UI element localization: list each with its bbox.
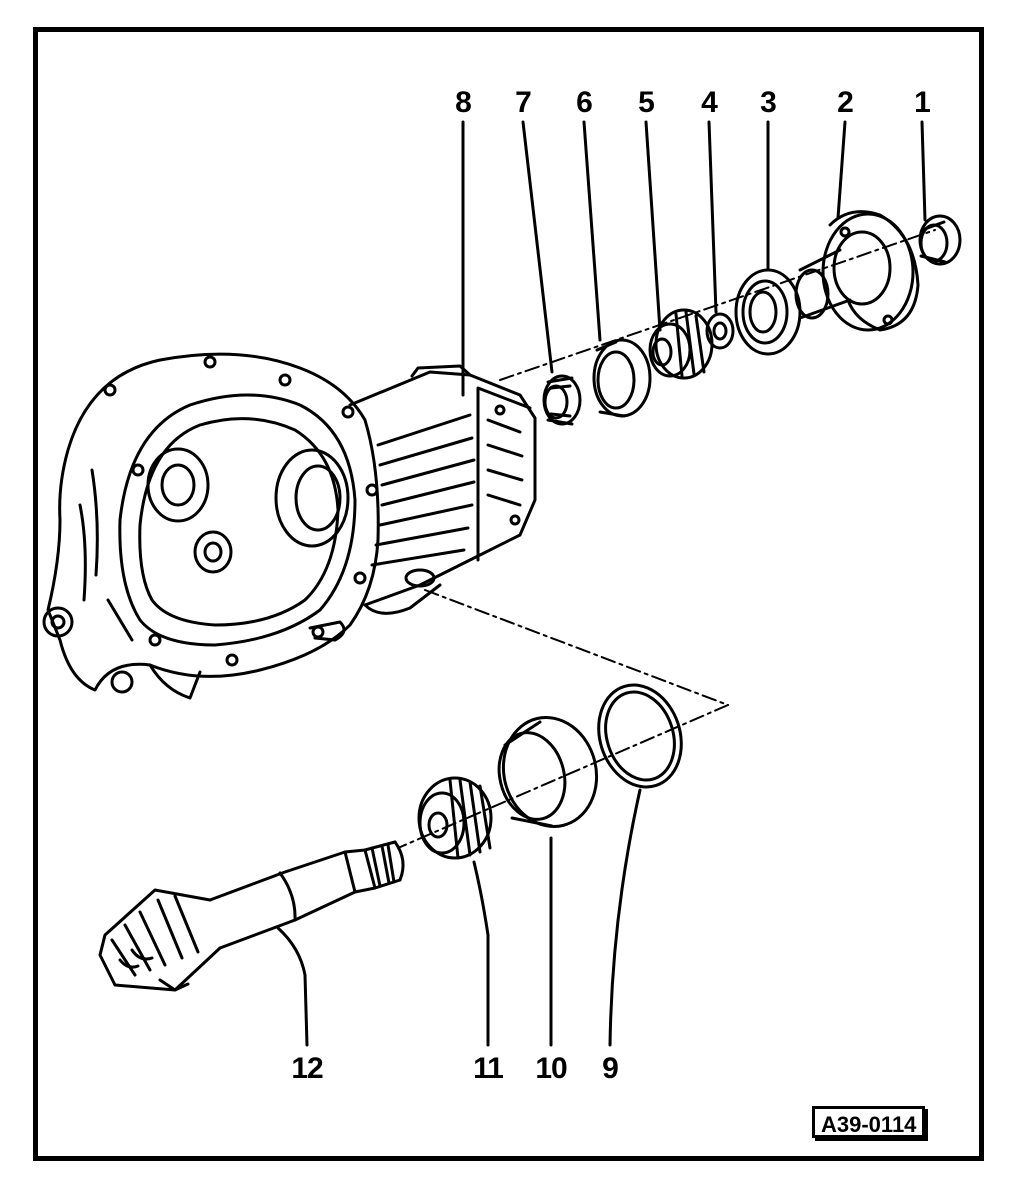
leader-lines-top [461, 120, 927, 397]
leader-6 [582, 120, 602, 342]
diagram-frame [33, 27, 984, 1161]
callout-6: 6 [576, 86, 593, 119]
part-1-nut [918, 214, 962, 266]
part-12-drive-pinion [98, 840, 405, 992]
part-3-seal [734, 268, 802, 356]
leader-2 [836, 120, 847, 220]
axis-top [499, 229, 936, 381]
leader-4 [707, 120, 718, 314]
callout-5: 5 [638, 86, 655, 119]
leader-lines-bottom [276, 788, 642, 1047]
leader-5 [644, 120, 662, 332]
leader-11 [472, 860, 490, 1047]
callout-1: 1 [914, 86, 931, 119]
callout-10: 10 [535, 1052, 567, 1085]
callout-2: 2 [837, 86, 854, 119]
part-7-splined-ring [542, 374, 582, 426]
part-8-gearbox-housing [42, 352, 537, 700]
callout-11: 11 [473, 1052, 504, 1085]
leader-9 [608, 788, 642, 1047]
callout-4: 4 [701, 86, 718, 119]
part-6-outer-race [592, 338, 652, 418]
axis-housing [424, 589, 729, 706]
leader-12 [276, 926, 309, 1047]
leader-7 [521, 120, 554, 374]
part-4-washer [705, 312, 735, 350]
callout-8: 8 [455, 86, 472, 119]
part-11-taper-bearing [417, 776, 493, 860]
leader-1 [920, 120, 927, 222]
part-9-shim-ring [597, 683, 683, 789]
part-10-outer-race [497, 715, 599, 829]
callout-7: 7 [515, 86, 532, 119]
part-5-taper-bearing [648, 308, 714, 380]
callout-3: 3 [760, 86, 777, 119]
callout-12: 12 [291, 1052, 323, 1085]
callout-9: 9 [602, 1052, 619, 1085]
part-2-flange [794, 210, 920, 332]
reference-code-label: A39-0114 [812, 1106, 926, 1138]
